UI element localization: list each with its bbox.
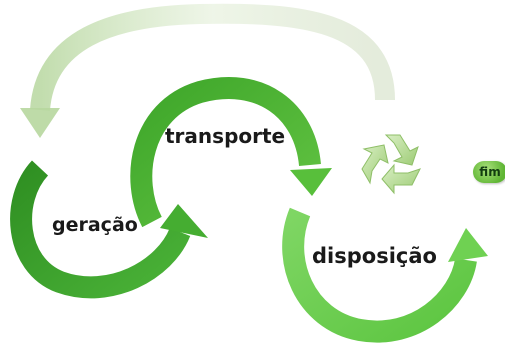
geracao-arrow — [10, 160, 208, 299]
transporte-arrow — [130, 77, 332, 228]
disposicao-arrow — [282, 207, 488, 343]
stage-label-transporte: transporte — [165, 124, 286, 148]
stage-label-disposicao: disposição — [312, 244, 437, 268]
recycle-icon — [361, 134, 421, 195]
end-label: fim — [479, 165, 501, 179]
stage-label-geracao: geração — [52, 214, 138, 236]
end-badge: fim — [473, 161, 505, 183]
return-arrow — [20, 3, 395, 138]
